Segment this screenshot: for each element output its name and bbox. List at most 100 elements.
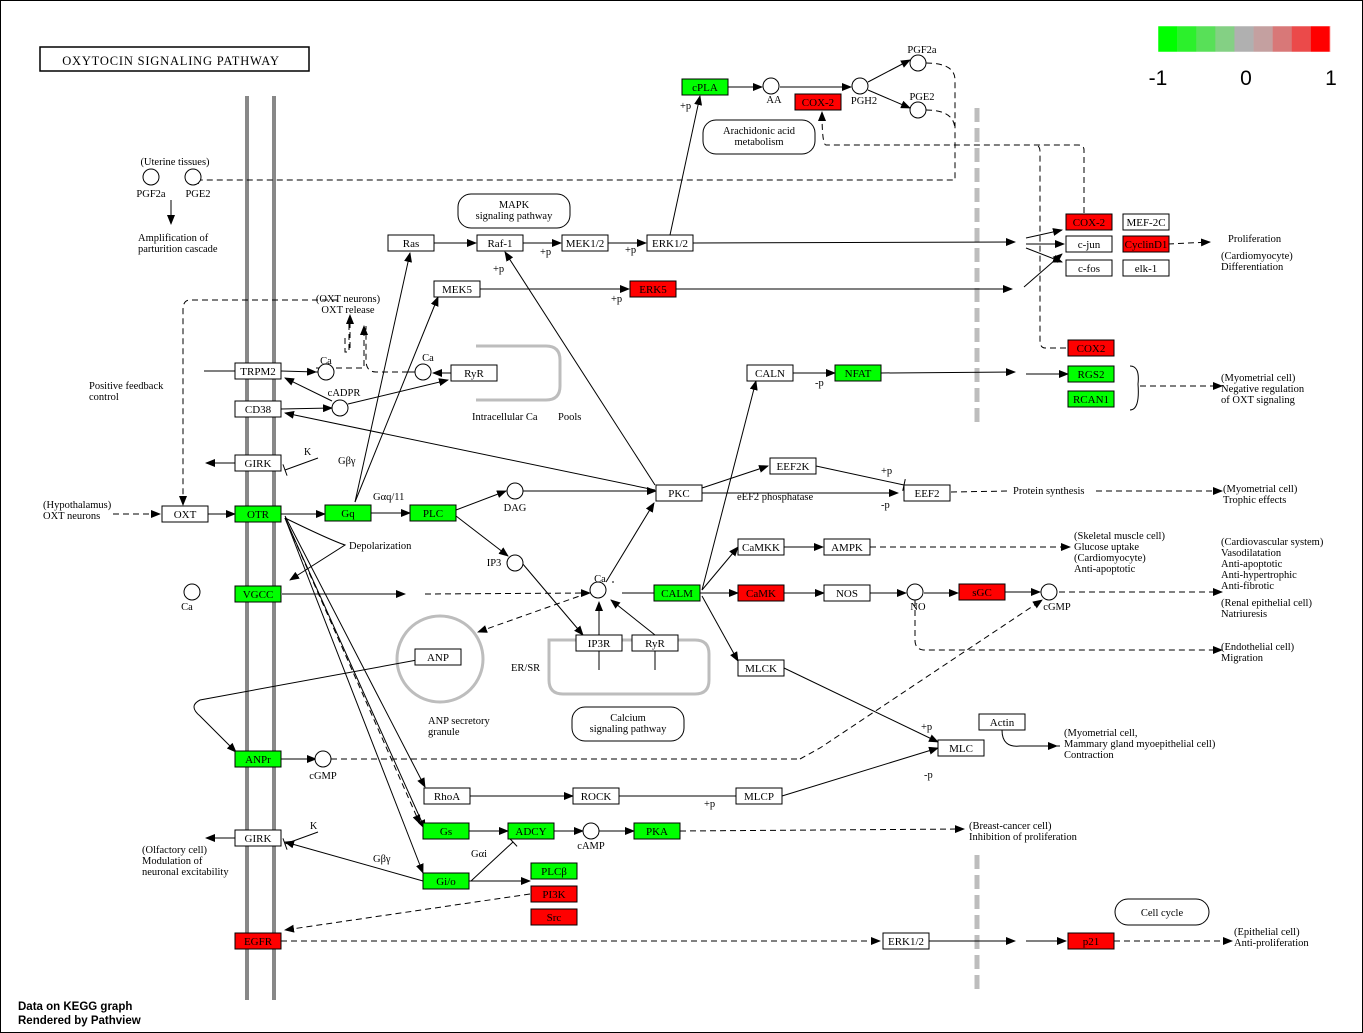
gene-node-trpm2[interactable]: TRPM2 bbox=[234, 362, 282, 380]
compound-ca[interactable]: Ca bbox=[317, 356, 335, 381]
compound-ca[interactable]: Ca bbox=[181, 583, 201, 613]
gene-node-eef2k[interactable]: EEF2K bbox=[769, 457, 817, 475]
compound-cgmp[interactable]: cGMP bbox=[1040, 583, 1071, 613]
gene-node-cfos[interactable]: c-fos bbox=[1065, 259, 1113, 277]
map-label: signaling pathway bbox=[476, 211, 553, 222]
compound-no[interactable]: NO bbox=[906, 583, 926, 613]
gene-node-cox2a[interactable]: COX-2 bbox=[794, 93, 842, 111]
gene-node-ampk[interactable]: AMPK bbox=[823, 538, 871, 556]
gene-label: c-fos bbox=[1078, 263, 1100, 275]
svg-text:OXYTOCIN SIGNALING PATHWAY: OXYTOCIN SIGNALING PATHWAY bbox=[62, 54, 280, 68]
edge bbox=[783, 667, 939, 743]
edge bbox=[347, 378, 449, 405]
gene-node-vgcc[interactable]: VGCC bbox=[234, 585, 282, 603]
compound-aa[interactable]: AA bbox=[762, 77, 782, 106]
gene-node-girk1[interactable]: GIRK bbox=[234, 454, 282, 472]
gene-node-cpla[interactable]: cPLA bbox=[681, 78, 729, 96]
k-plus-label: K bbox=[304, 447, 312, 458]
gene-node-nfat[interactable]: NFAT bbox=[834, 364, 882, 382]
gene-node-rock[interactable]: ROCK bbox=[572, 787, 620, 805]
gene-node-camk[interactable]: CaMK bbox=[737, 584, 785, 602]
compound-pge2[interactable] bbox=[184, 168, 202, 186]
gene-node-anpr[interactable]: ANPr bbox=[234, 750, 282, 768]
gene-node-rhoa[interactable]: RhoA bbox=[423, 787, 471, 805]
gene-node-raf1[interactable]: Raf-1 bbox=[476, 234, 524, 252]
gene-node-mek12[interactable]: MEK1/2 bbox=[561, 234, 609, 252]
legend-swatch bbox=[1158, 26, 1178, 52]
gene-node-otr[interactable]: OTR bbox=[234, 505, 282, 523]
gene-node-pkc[interactable]: PKC bbox=[655, 484, 703, 502]
gene-node-ryr2[interactable]: RyR bbox=[631, 634, 679, 652]
gene-node-cjun[interactable]: c-jun bbox=[1065, 235, 1113, 253]
gene-node-eef2[interactable]: EEF2 bbox=[903, 484, 951, 502]
gene-node-erk5[interactable]: ERK5 bbox=[629, 280, 677, 298]
gene-node-pi3k[interactable]: PI3K bbox=[530, 885, 578, 903]
gene-node-elk1[interactable]: elk-1 bbox=[1122, 259, 1170, 277]
gene-node-plc[interactable]: PLC bbox=[409, 504, 457, 522]
gene-node-rgs2[interactable]: RGS2 bbox=[1067, 365, 1115, 383]
compound-ca[interactable]: Ca bbox=[589, 574, 607, 599]
edge bbox=[1167, 238, 1211, 247]
gene-node-rcan1[interactable]: RCAN1 bbox=[1067, 390, 1115, 408]
gene-node-mek5[interactable]: MEK5 bbox=[433, 280, 481, 298]
map-link-cell-cycle[interactable]: Cell cycle bbox=[1114, 898, 1210, 926]
gene-node-nos[interactable]: NOS bbox=[823, 584, 871, 602]
anp-granule-label: ANP secretory bbox=[428, 716, 490, 727]
gene-node-egfr[interactable]: EGFR bbox=[234, 932, 282, 950]
compound-ip3[interactable]: IP3 bbox=[487, 554, 524, 572]
gene-node-pka[interactable]: PKA bbox=[633, 822, 681, 840]
compound-pge2[interactable]: PGE2 bbox=[909, 92, 935, 119]
gene-label: OTR bbox=[247, 509, 270, 521]
gene-node-plcb[interactable]: PLCβ bbox=[530, 862, 578, 880]
gene-node-sgc[interactable]: sGC bbox=[958, 583, 1006, 601]
compound-cadpr[interactable]: cADPR bbox=[328, 388, 361, 417]
edge bbox=[925, 109, 956, 131]
compound-ca[interactable]: Ca bbox=[414, 353, 434, 381]
gene-node-cox2b[interactable]: COX-2 bbox=[1065, 213, 1113, 231]
gene-node-mlcp[interactable]: MLCP bbox=[735, 787, 783, 805]
gene-node-actin[interactable]: Actin bbox=[978, 713, 1026, 731]
gene-node-ryr1[interactable]: RyR bbox=[450, 364, 498, 382]
gene-node-calm[interactable]: CALM bbox=[653, 584, 701, 602]
compound-dag[interactable]: DAG bbox=[504, 482, 527, 514]
gene-label: CaMK bbox=[746, 588, 776, 600]
gene-node-erk12b[interactable]: ERK1/2 bbox=[882, 932, 930, 950]
gene-node-mef2c[interactable]: MEF-2C bbox=[1122, 213, 1170, 231]
gene-node-gs[interactable]: Gs bbox=[422, 822, 470, 840]
gene-node-src[interactable]: Src bbox=[530, 908, 578, 926]
edge bbox=[914, 600, 1223, 654]
compound-camp[interactable]: cAMP bbox=[577, 822, 605, 852]
compound-pgf2a[interactable] bbox=[142, 168, 160, 186]
footer-line1: Data on KEGG graph bbox=[18, 1001, 132, 1013]
gene-node-cox2c[interactable]: COX2 bbox=[1067, 339, 1115, 357]
gene-node-p21[interactable]: p21 bbox=[1067, 932, 1115, 950]
gene-node-gq[interactable]: Gq bbox=[324, 504, 372, 522]
gene-node-ip3r[interactable]: IP3R bbox=[575, 634, 623, 652]
gene-node-anp[interactable]: ANP bbox=[414, 648, 462, 666]
gene-label: AMPK bbox=[831, 542, 863, 554]
gene-node-ras[interactable]: Ras bbox=[387, 234, 435, 252]
gene-node-mlc[interactable]: MLC bbox=[937, 739, 985, 757]
gene-node-caln[interactable]: CALN bbox=[746, 364, 794, 382]
phospho-label: +p bbox=[611, 294, 622, 305]
compound-pgh2[interactable]: PGH2 bbox=[851, 77, 877, 107]
gby-label-2: Gβγ bbox=[373, 854, 391, 865]
gene-node-mlck[interactable]: MLCK bbox=[737, 659, 785, 677]
compound-pgf2a[interactable]: PGF2a bbox=[907, 45, 937, 72]
gene-node-gio[interactable]: Gi/o bbox=[422, 872, 470, 890]
myometrial-contraction-label: Mammary gland myoepithelial cell) bbox=[1064, 739, 1216, 750]
gene-node-girk2[interactable]: GIRK bbox=[234, 829, 282, 847]
compound-cgmp[interactable]: cGMP bbox=[309, 750, 337, 782]
gene-node-cd38[interactable]: CD38 bbox=[234, 400, 282, 418]
gene-node-camkk[interactable]: CaMKK bbox=[737, 538, 785, 556]
gene-node-erk12[interactable]: ERK1/2 bbox=[646, 234, 694, 252]
positive-feedback-label: Positive feedback bbox=[89, 381, 164, 392]
gene-node-cyclind1[interactable]: CyclinD1 bbox=[1122, 235, 1170, 253]
gene-node-oxt[interactable]: OXT bbox=[161, 505, 209, 523]
gene-node-adcy[interactable]: ADCY bbox=[507, 822, 555, 840]
